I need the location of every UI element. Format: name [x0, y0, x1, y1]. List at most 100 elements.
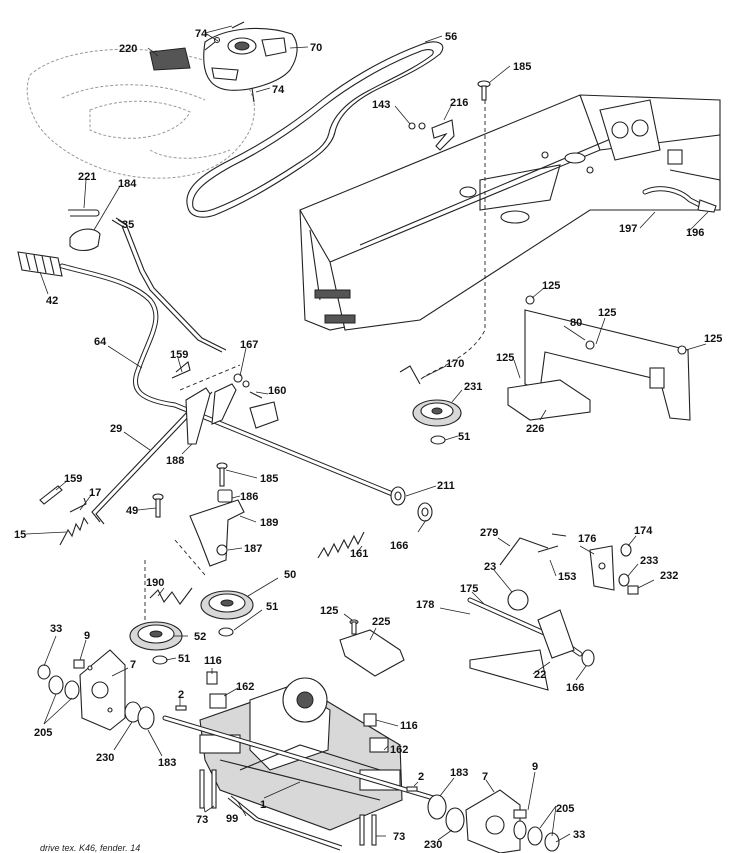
callout-161: 161 — [350, 548, 368, 560]
part-52-pulley — [129, 621, 183, 651]
part-160-clip — [249, 391, 263, 399]
callout-64: 64 — [94, 336, 107, 348]
callout-220: 220 — [119, 43, 137, 55]
callout-2: 2 — [418, 771, 424, 783]
callout-166: 166 — [566, 682, 584, 694]
part-159-clip — [39, 361, 191, 505]
part-188-arm — [185, 383, 237, 445]
part-185-bolt-lower — [216, 462, 228, 487]
belt-path-dashed — [144, 100, 486, 620]
callout-197: 197 — [619, 223, 637, 235]
callout-2: 2 — [178, 689, 184, 701]
part-211-bushing — [390, 486, 406, 506]
part-279-link — [499, 537, 549, 566]
part-216-bracket — [408, 119, 455, 151]
callout-125: 125 — [542, 280, 560, 292]
callout-49: 49 — [126, 505, 138, 517]
part-232-bolt — [627, 585, 639, 595]
callout-125: 125 — [598, 307, 616, 319]
callout-185: 185 — [513, 61, 531, 73]
callout-187: 187 — [244, 543, 262, 555]
callout-51: 51 — [178, 653, 190, 665]
part-174-washer — [620, 543, 632, 557]
part-233-washer — [618, 573, 630, 587]
callout-190: 190 — [146, 577, 164, 589]
callout-183: 183 — [450, 767, 468, 779]
callout-162: 162 — [236, 681, 254, 693]
callout-33: 33 — [573, 829, 585, 841]
part-51-nut-a — [430, 435, 446, 445]
callout-231: 231 — [464, 381, 482, 393]
callout-196: 196 — [686, 227, 704, 239]
callout-226: 226 — [526, 423, 544, 435]
screws-74 — [204, 21, 255, 103]
callout-1: 1 — [260, 799, 266, 811]
part-70-console — [203, 27, 298, 91]
callout-230: 230 — [96, 752, 114, 764]
callout-279: 279 — [480, 527, 498, 539]
callout-184: 184 — [118, 178, 137, 190]
callout-99: 99 — [226, 813, 238, 825]
part-153-clip — [537, 533, 567, 553]
callout-73: 73 — [393, 831, 405, 843]
part-22-lever — [469, 609, 575, 691]
transaxle — [162, 677, 443, 831]
callout-233: 233 — [640, 555, 658, 567]
part-64-shaft — [59, 263, 398, 498]
callout-125: 125 — [704, 333, 722, 345]
part-35-rod — [111, 217, 227, 353]
callout-125: 125 — [320, 605, 338, 617]
part-80-bracket — [507, 295, 691, 421]
hub-left — [37, 649, 155, 731]
callout-35: 35 — [122, 219, 134, 231]
part-42-grip — [17, 251, 63, 277]
callout-73: 73 — [196, 814, 208, 826]
callout-188: 188 — [166, 455, 184, 467]
callout-205: 205 — [34, 727, 52, 739]
callout-7: 7 — [482, 771, 488, 783]
callout-42: 42 — [46, 295, 58, 307]
part-220-decal — [149, 47, 191, 71]
callout-160: 160 — [268, 385, 286, 397]
callout-216: 216 — [450, 97, 468, 109]
part-185-bolt — [477, 80, 491, 101]
part-51-nut-c — [152, 655, 168, 665]
callout-33: 33 — [50, 623, 62, 635]
callout-170: 170 — [446, 358, 464, 370]
callout-9: 9 — [84, 630, 90, 642]
callout-74: 74 — [272, 84, 285, 96]
callout-183: 183 — [158, 757, 176, 769]
callout-56: 56 — [445, 31, 457, 43]
part-56-belt — [186, 41, 444, 218]
callout-116: 116 — [204, 655, 222, 667]
callout-176: 176 — [578, 533, 596, 545]
callout-15: 15 — [14, 529, 26, 541]
part-99-rod — [227, 795, 343, 851]
part-190-bracket — [149, 587, 193, 605]
callout-175: 175 — [460, 583, 478, 595]
callout-23: 23 — [484, 561, 496, 573]
callout-70: 70 — [310, 42, 322, 54]
part-186-spacer — [217, 489, 233, 503]
part-50-pulley — [200, 590, 254, 620]
callout-166: 166 — [390, 540, 408, 552]
callout-7: 7 — [130, 659, 136, 671]
part-23-ball — [507, 589, 529, 611]
part-189-bracket — [189, 499, 245, 567]
callout-9: 9 — [532, 761, 538, 773]
callout-80: 80 — [570, 317, 582, 329]
part-170-pin — [399, 365, 421, 385]
callout-159: 159 — [64, 473, 82, 485]
part-176-plate — [589, 545, 615, 591]
part-166-washer-b — [581, 649, 595, 667]
callout-185: 185 — [260, 473, 278, 485]
callout-230: 230 — [424, 839, 442, 851]
callout-178: 178 — [416, 599, 434, 611]
part-161-spring — [317, 531, 365, 559]
part-15-spring — [59, 516, 89, 546]
part-225-bracket — [339, 619, 405, 677]
callout-17: 17 — [89, 487, 101, 499]
callout-52: 52 — [194, 631, 206, 643]
callout-labels: 74 220 70 74 56 185 143 216 221 184 35 1… — [14, 28, 722, 851]
